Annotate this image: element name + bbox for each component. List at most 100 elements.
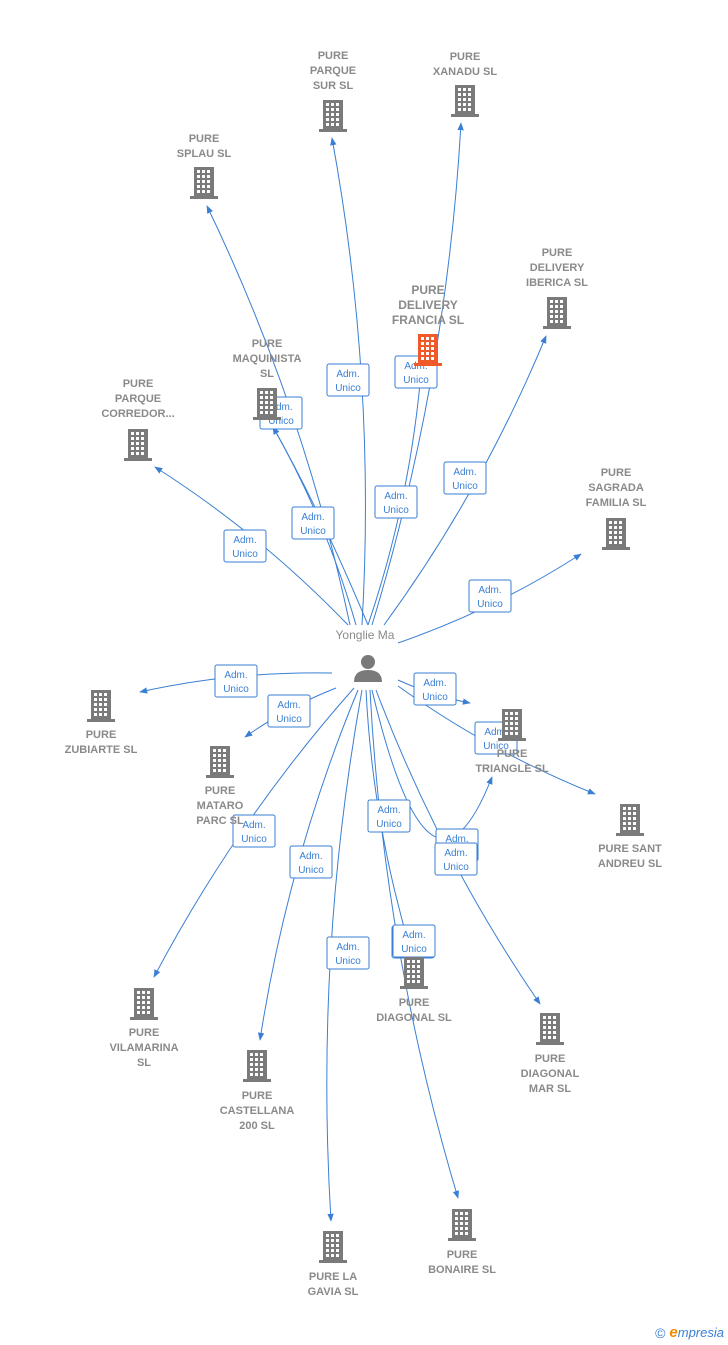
edge-label-delivery-iberica[interactable]: Adm. Unico — [443, 461, 487, 495]
edge-label-splau[interactable]: Adm.Unico — [291, 506, 335, 540]
edge-label-castellana[interactable]: Adm.Unico — [289, 845, 333, 879]
building-icon[interactable] — [414, 334, 442, 366]
building-icon[interactable] — [498, 709, 526, 741]
edge-role-line-1: Adm. — [336, 369, 359, 380]
company-name-line: PURE — [123, 378, 154, 390]
edge-label-triangle-2[interactable]: Adm. Unico — [434, 842, 478, 876]
edge-role-line-2: Unico — [232, 549, 258, 560]
building-icon[interactable] — [124, 429, 152, 461]
company-name-line: DIAGONAL — [521, 1068, 580, 1080]
edge-role-line-2: Unico — [477, 599, 503, 610]
edge-label-diagonal-2[interactable]: Adm. Unico — [392, 924, 436, 958]
building-icon[interactable] — [243, 1050, 271, 1082]
company-name-line: PARC SL — [196, 815, 244, 827]
edge-role-line-1: Adm. — [384, 491, 407, 502]
company-name-line: PURE — [252, 338, 283, 350]
edge-label-vilamarina[interactable]: Adm.Unico — [232, 814, 276, 848]
company-name-line: DELIVERY — [530, 262, 585, 274]
building-icon[interactable] — [451, 85, 479, 117]
edge-role-line-2: Unico — [223, 684, 249, 695]
building-icon[interactable] — [448, 1209, 476, 1241]
company-name-line: BONAIRE SL — [428, 1264, 496, 1276]
company-name-line: TRIANGLE SL — [475, 763, 549, 775]
company-name-line: PARQUE — [115, 393, 161, 405]
company-name-line: PURE — [497, 748, 528, 760]
edge-role-line-2: Unico — [298, 865, 324, 876]
edge-role-line-2: Unico — [335, 383, 361, 394]
brand-logo: empresia — [669, 1324, 724, 1341]
footer-brand[interactable]: © empresia — [655, 1324, 724, 1341]
edge-label-xanadu[interactable]: Adm.Unico — [374, 485, 418, 519]
edge-role-line-1: Adm. — [484, 727, 507, 738]
building-icon[interactable] — [130, 988, 158, 1020]
company-name-line: 200 SL — [239, 1120, 275, 1132]
edge-label-zubiarte[interactable]: Adm.Unico — [214, 664, 258, 698]
company-name-line: FAMILIA SL — [586, 497, 647, 509]
company-node-xanadu[interactable]: PURE XANADU SL — [433, 51, 497, 117]
edge-label-parque-sur[interactable]: Adm. Unico — [326, 363, 370, 397]
company-name-line: SPLAU SL — [177, 148, 232, 160]
edge-triangle-2[interactable] — [371, 689, 493, 840]
edge-role-line-1: Adm. — [453, 467, 476, 478]
edge-role-line-2: Unico — [443, 862, 469, 873]
edge-label-mataro-parc[interactable]: Adm.Unico — [267, 694, 311, 728]
edge-role-line-2: Unico — [452, 481, 478, 492]
edge-role-line-1: Adm. — [377, 805, 400, 816]
edge-role-line-1: Adm. — [269, 402, 292, 413]
building-icon[interactable] — [543, 297, 571, 329]
edge-role-line-2: Unico — [300, 526, 326, 537]
building-icon[interactable] — [87, 690, 115, 722]
person-node[interactable]: Yonglie Ma — [336, 628, 395, 682]
company-name-line: XANADU SL — [433, 66, 497, 78]
person-icon — [354, 655, 382, 682]
company-name-line: PURE — [450, 51, 481, 63]
company-name-line: SL — [260, 368, 274, 380]
person-name: Yonglie Ma — [336, 628, 395, 642]
building-icon[interactable] — [616, 804, 644, 836]
building-icon[interactable] — [319, 100, 347, 132]
edge-label-triangle[interactable]: Adm.Unico — [413, 672, 457, 706]
edge-role-line-2: Unico — [403, 375, 429, 386]
building-icon[interactable] — [536, 1013, 564, 1045]
company-node-triangle[interactable]: PURE TRIANGLE SL — [475, 709, 549, 775]
edge-role-line-2: Unico — [422, 692, 448, 703]
company-name-line: SL — [137, 1057, 151, 1069]
company-node-parque-corredor[interactable]: PURE PARQUE CORREDOR... — [101, 378, 175, 461]
building-icon[interactable] — [253, 388, 281, 420]
company-name-line: IBERICA SL — [526, 277, 588, 289]
edge-role-line-2: Unico — [401, 944, 427, 955]
company-name-line: MAR SL — [529, 1083, 571, 1095]
company-name-line: PARQUE — [310, 65, 356, 77]
edge-role-line-1: Adm. — [402, 930, 425, 941]
building-icon[interactable] — [190, 167, 218, 199]
edge-role-line-1: Adm. — [444, 848, 467, 859]
edge-label-sagrada-familia[interactable]: Adm.Unico — [468, 579, 512, 613]
building-icon[interactable] — [206, 746, 234, 778]
edge-role-line-2: Unico — [241, 834, 267, 845]
building-icon[interactable] — [319, 1231, 347, 1263]
edge-label-la-gavia[interactable]: Adm.Unico — [326, 936, 370, 970]
company-name-line: CORREDOR... — [101, 408, 174, 420]
edge-label-diagonal[interactable]: Adm.Unico — [367, 799, 411, 833]
company-name-line: PURE — [86, 729, 117, 741]
building-icon[interactable] — [602, 518, 630, 550]
edge-role-line-1: Adm. — [233, 535, 256, 546]
edge-label-parque-corredor[interactable]: Adm. Unico — [223, 529, 267, 563]
building-icon[interactable] — [400, 957, 428, 989]
company-name-line: PURE SANT — [598, 843, 662, 855]
